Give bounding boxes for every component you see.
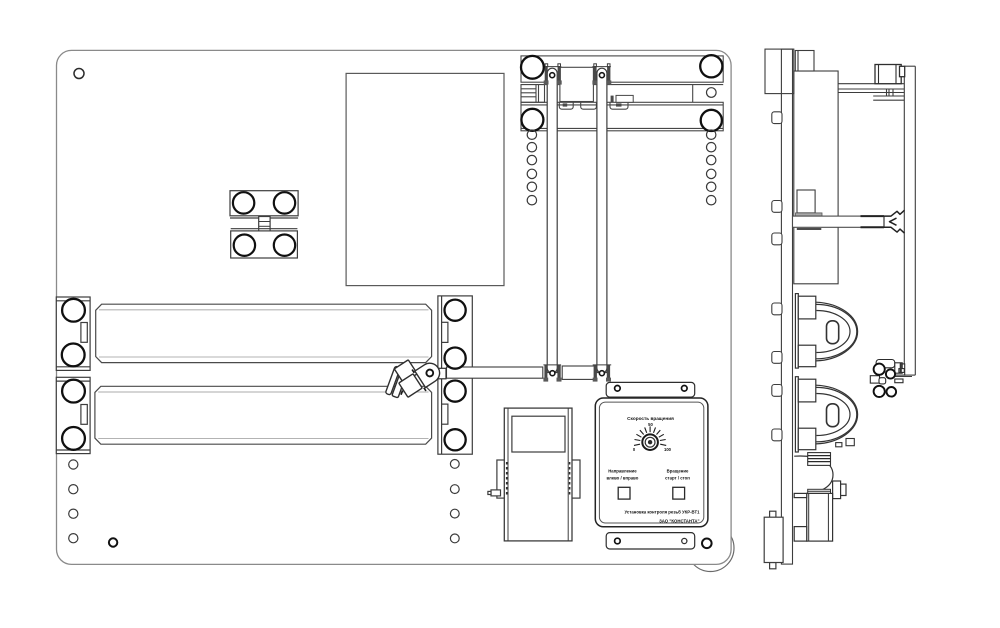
svg-text:Вращение: Вращение xyxy=(667,469,689,474)
svg-text:ЗАО "КОНСТАНТА": ЗАО "КОНСТАНТА" xyxy=(659,519,699,524)
svg-text:Скорость вращения: Скорость вращения xyxy=(627,416,674,421)
svg-text:Установка контроля резьб УКР-: Установка контроля резьб УКР-ВТ1 xyxy=(624,510,700,515)
svg-text:Направление: Направление xyxy=(608,469,637,474)
svg-text:100: 100 xyxy=(664,447,672,452)
svg-text:50: 50 xyxy=(648,422,653,427)
svg-text:влево / вправо: влево / вправо xyxy=(606,476,638,481)
svg-text:старт / стоп: старт / стоп xyxy=(665,476,690,481)
svg-text:0: 0 xyxy=(633,447,636,452)
